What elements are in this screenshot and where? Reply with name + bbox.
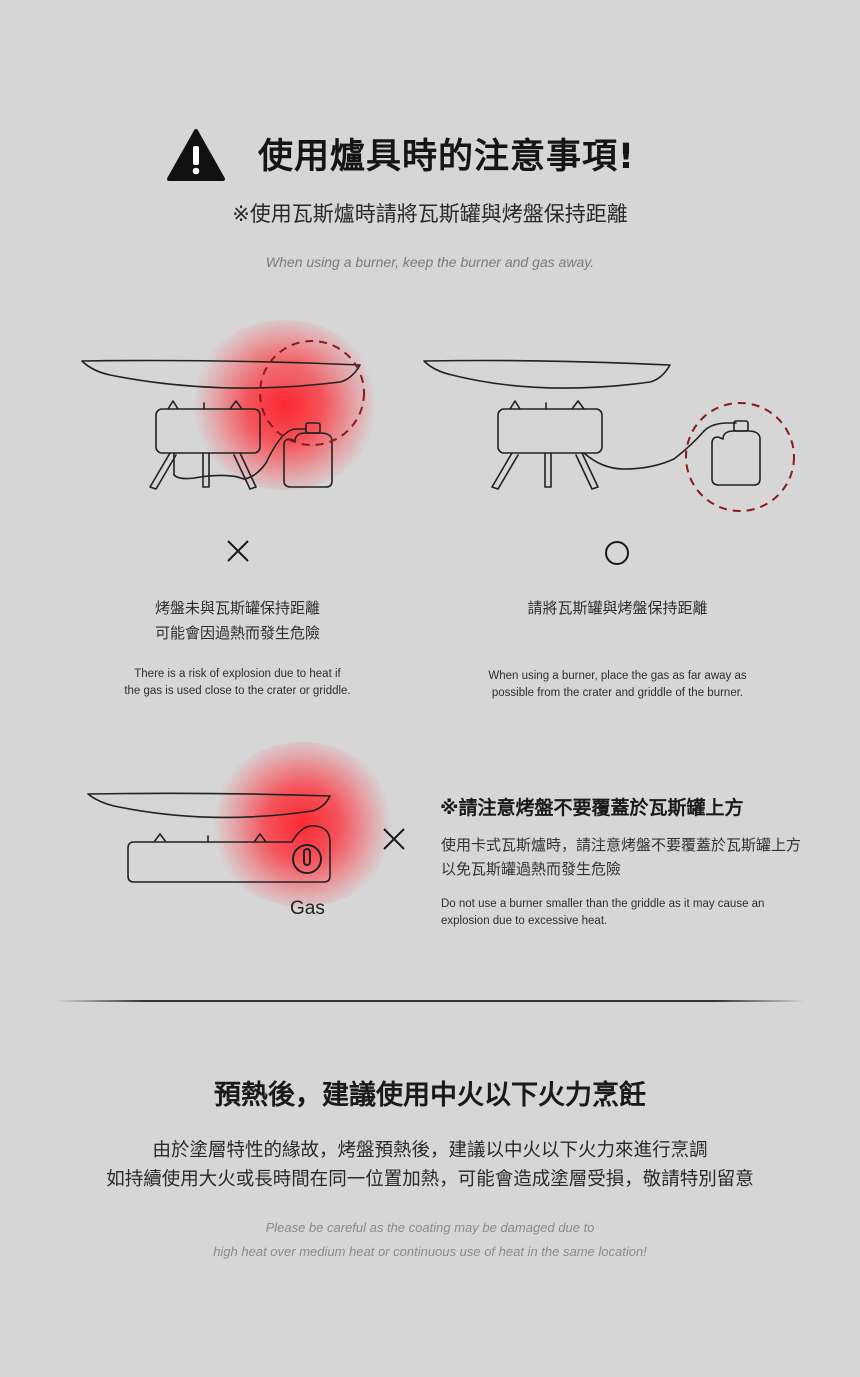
wrong-case-en-text: There is a risk of explosion due to heat…: [95, 666, 380, 700]
wrong-zh-line-2: 可能會因過熱而發生危險: [154, 624, 320, 642]
cross-mark-icon: [227, 540, 249, 562]
cover-zh-line-2: 以免瓦斯罐過熱而發生危險: [441, 860, 622, 878]
english-note: When using a burner, keep the burner and…: [265, 254, 595, 270]
cover-zh-line-1: 使用卡式瓦斯爐時，請注意烤盤不要覆蓋於瓦斯罐上方: [441, 836, 802, 854]
preheat-zh-text: 由於塗層特性的緣故，烤盤預熱後，建議以中火以下火力來進行烹調 如持續使用大火或長…: [0, 1136, 860, 1194]
cross-mark-icon: [383, 828, 405, 850]
preheat-zh-line-2: 如持續使用大火或長時間在同一位置加熱，可能會造成塗層受損，敬請特別留意: [106, 1169, 754, 1190]
stove-gas-apart-illustration: [423, 359, 795, 512]
cover-zh-text: 使用卡式瓦斯爐時，請注意烤盤不要覆蓋於瓦斯罐上方 以免瓦斯罐過熱而發生危險: [441, 833, 801, 881]
cover-warning-title: ※請注意烤盤不要覆蓋於瓦斯罐上方: [440, 797, 744, 819]
preheat-title: 預熱後，建議使用中火以下火力烹飪: [214, 1080, 646, 1111]
page-title: 使用爐具時的注意事項!: [258, 137, 635, 177]
right-zh-line-1: 請將瓦斯罐與烤盤保持距離: [527, 599, 708, 617]
preheat-en-line-2: high heat over medium heat or continuous…: [213, 1244, 647, 1259]
cover-en-text: Do not use a burner smaller than the gri…: [441, 896, 764, 930]
wrong-en-line-2: the gas is used close to the crater or g…: [124, 685, 351, 697]
preheat-en-text: Please be careful as the coating may be …: [0, 1216, 860, 1264]
warning-triangle-icon: [167, 129, 225, 181]
section-divider: [55, 1000, 805, 1002]
stove-gas-close-illustration: [81, 340, 365, 490]
right-en-line-1: When using a burner, place the gas as fa…: [488, 670, 747, 682]
heat-glow-cover: [210, 742, 395, 907]
preheat-en-line-1: Please be careful as the coating may be …: [265, 1220, 595, 1235]
right-case-zh-text: 請將瓦斯罐與烤盤保持距離: [480, 596, 755, 621]
wrong-case-zh-text: 烤盤未與瓦斯罐保持距離 可能會因過熱而發生危險: [100, 596, 375, 646]
wrong-zh-line-1: 烤盤未與瓦斯罐保持距離: [154, 599, 320, 617]
wrong-en-line-1: There is a risk of explosion due to heat…: [134, 668, 341, 680]
circle-mark-icon: [605, 541, 629, 565]
cover-en-line-1: Do not use a burner smaller than the gri…: [441, 898, 765, 910]
page-subtitle: ※使用瓦斯爐時請將瓦斯罐與烤盤保持距離: [232, 202, 628, 226]
right-en-line-2: possible from the crater and griddle of …: [491, 687, 744, 699]
griddle-over-cassette-illustration: [87, 792, 331, 883]
gas-label: Gas: [290, 898, 325, 919]
preheat-zh-line-1: 由於塗層特性的緣故，烤盤預熱後，建議以中火以下火力來進行烹調: [152, 1140, 708, 1161]
right-case-en-text: When using a burner, place the gas as fa…: [470, 668, 765, 702]
cover-en-line-2: explosion due to excessive heat.: [441, 915, 608, 927]
